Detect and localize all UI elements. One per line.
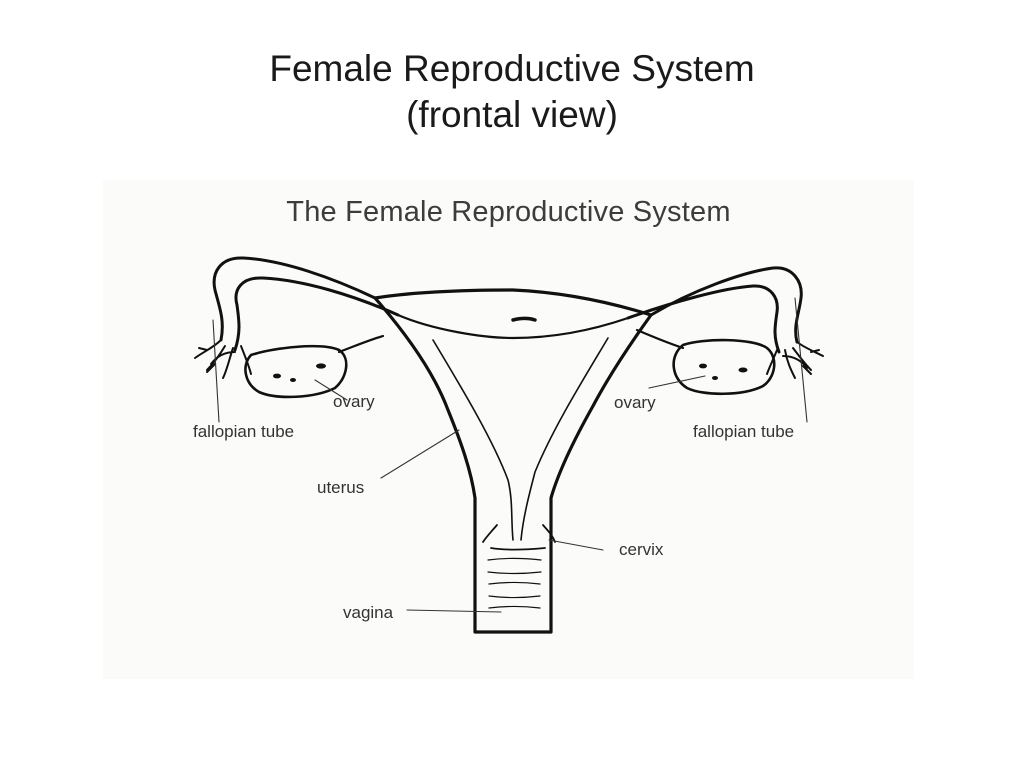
leader-uterus — [380, 429, 460, 479]
ovary-right — [672, 338, 776, 396]
label-fallopian-tube-left: fallopian tube — [193, 422, 295, 441]
leader-vagina — [406, 609, 502, 613]
fallopian-tube-right — [626, 266, 803, 354]
label-cervix: cervix — [619, 540, 664, 559]
slide-title-line-1: Female Reproductive System — [269, 48, 755, 89]
ovarian-ligament-right — [635, 328, 685, 350]
label-vagina: vagina — [343, 603, 394, 622]
leader-ovary-right — [648, 375, 706, 389]
uterus-fundus — [396, 313, 630, 340]
fimbriae-right — [766, 341, 824, 379]
fimbriae-left — [194, 339, 252, 379]
label-ovary-left: ovary — [333, 392, 375, 411]
fundus-dash — [511, 316, 537, 322]
leader-fallopian-left — [212, 319, 220, 423]
slide-title-line-2: (frontal view) — [406, 94, 618, 135]
follicles-left — [273, 363, 326, 382]
anatomy-figure: The Female Reproductive System ovary fal… — [103, 180, 914, 679]
reproductive-system-drawing — [194, 256, 824, 634]
uterine-cavity — [432, 337, 609, 541]
figure-title: The Female Reproductive System — [286, 196, 731, 228]
follicles-right — [699, 363, 748, 380]
leader-lines — [212, 297, 808, 613]
label-uterus: uterus — [317, 478, 365, 497]
leader-ovary-left — [314, 379, 348, 401]
leader-fallopian-right — [794, 297, 808, 423]
vaginal-rugae — [487, 557, 542, 609]
label-ovary-right: ovary — [614, 393, 656, 412]
uterus-outline — [373, 288, 653, 634]
ovary-left — [244, 344, 348, 399]
ovarian-ligament-left — [337, 334, 385, 354]
leader-cervix — [548, 539, 604, 551]
slide-title: Female Reproductive System (frontal view… — [0, 46, 1024, 138]
label-fallopian-tube-right: fallopian tube — [693, 422, 795, 441]
cervix-shape — [482, 524, 556, 551]
fallopian-tube-left — [212, 256, 400, 352]
